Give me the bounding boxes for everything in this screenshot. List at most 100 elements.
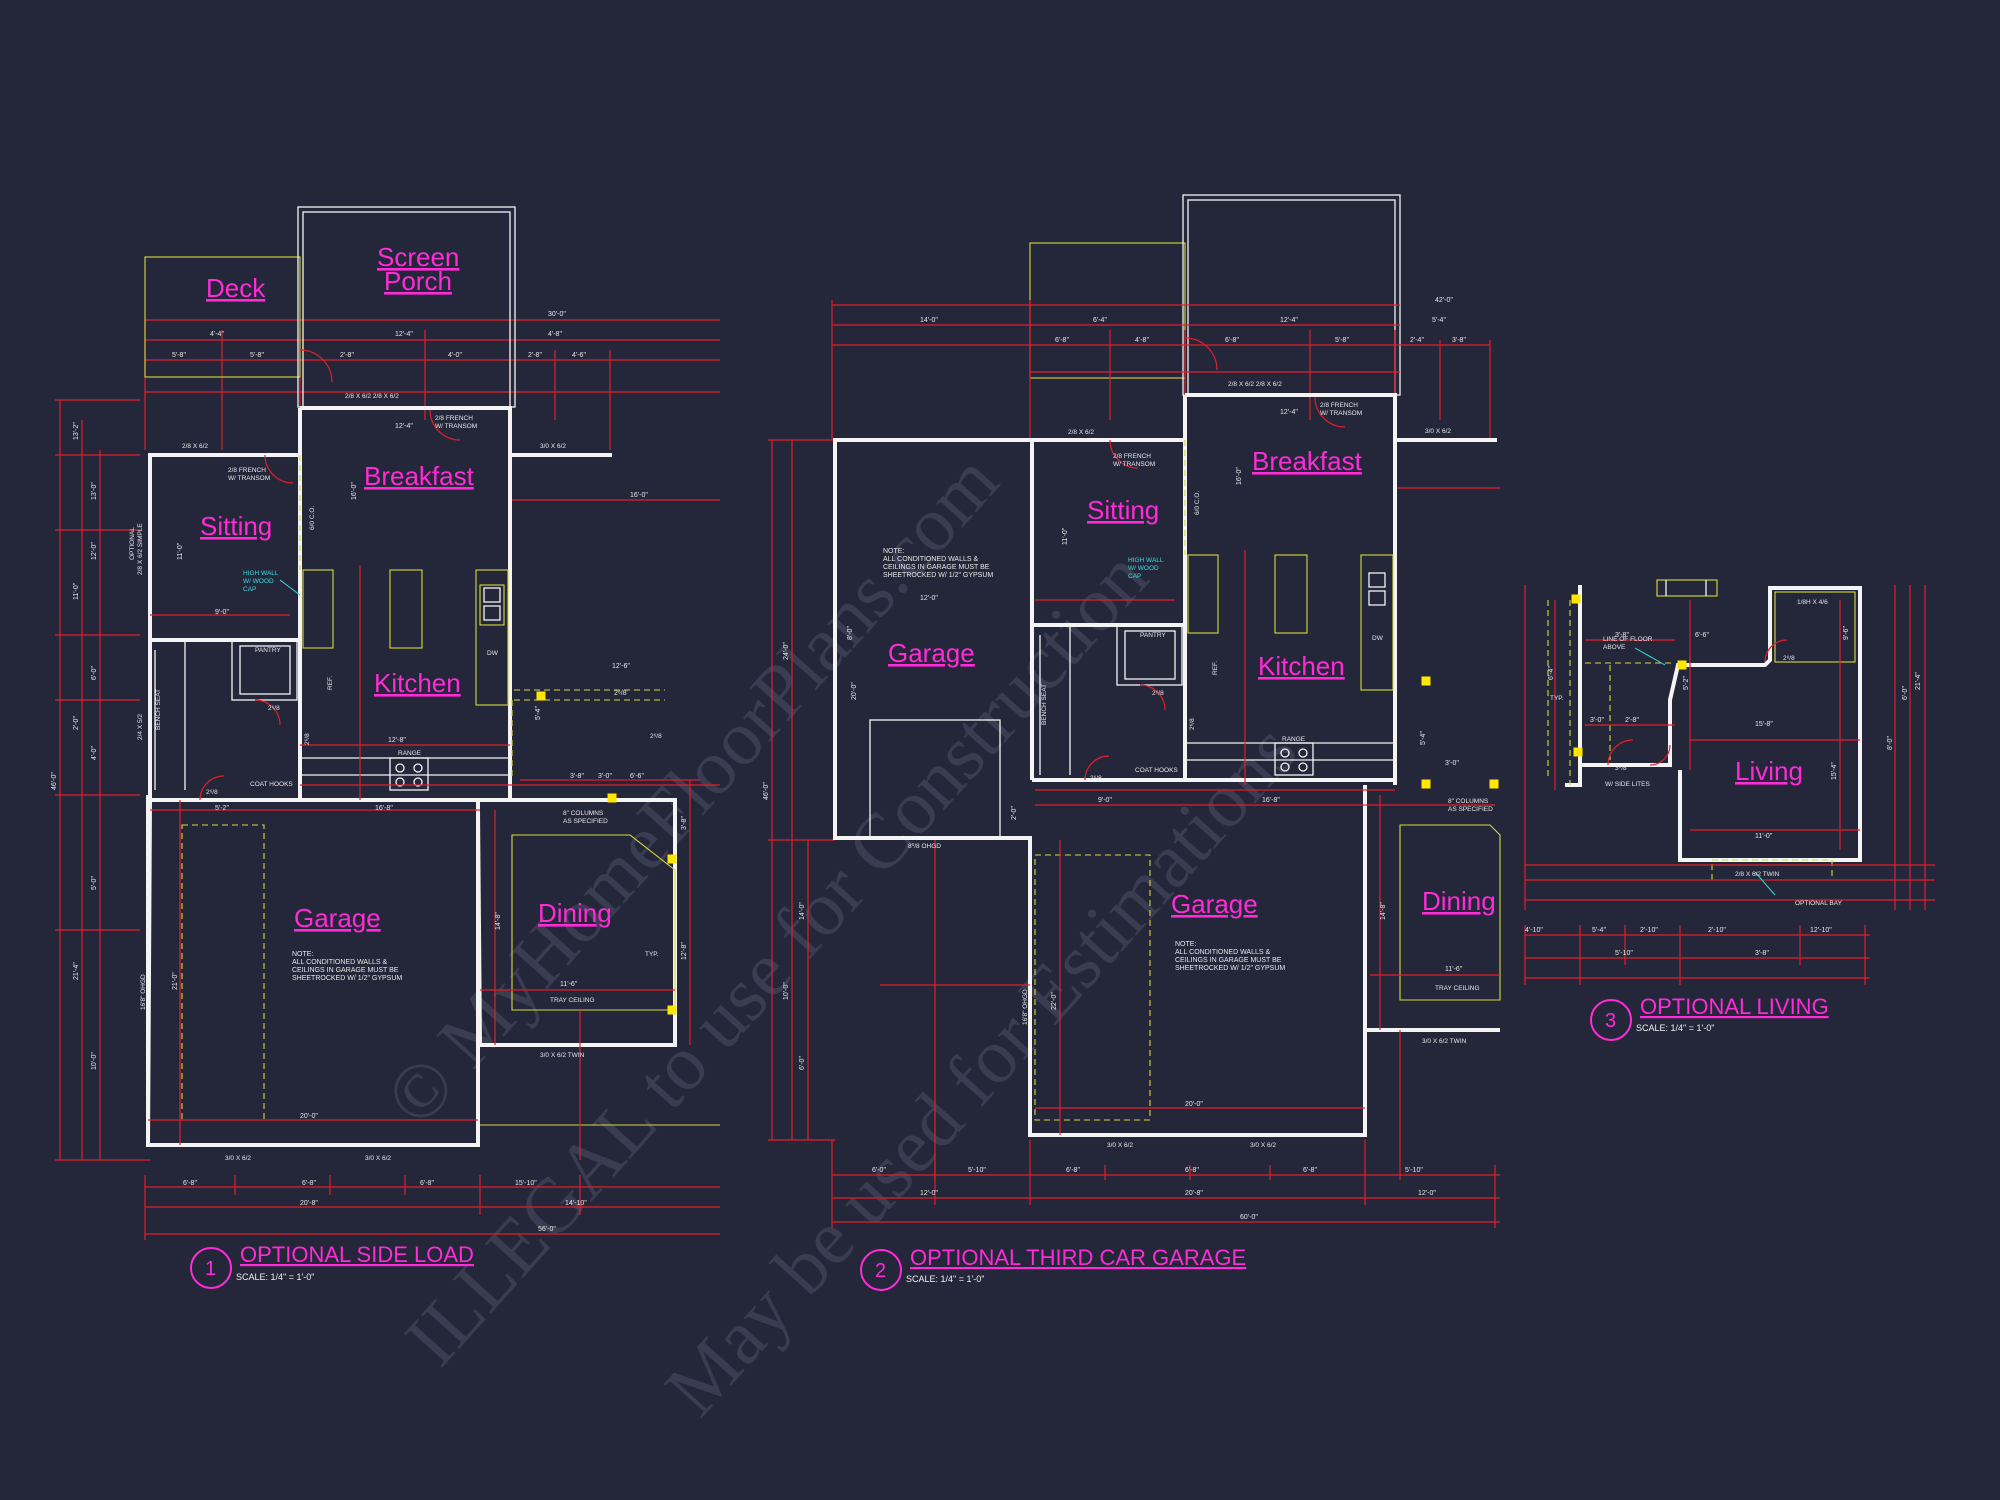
p2-label-door-top: 2/8 X 6/2 2/8 X 6/2 [1228,381,1282,388]
dim-top-total: 30'-0" [548,311,566,318]
dim-ext-1: 2⁶/8 [614,690,627,697]
p3-dim-9: 21'-4" [1915,672,1922,690]
dim-kitchen-height: 16'-0" [351,482,358,500]
room-label-screen-porch-2: Porch [384,266,452,296]
label-door-right: 3/0 X 6/2 [540,443,566,450]
dim-mud-width: 5'-2" [215,805,229,812]
plan3-column-3 [1573,747,1583,757]
dim-left-3: 21'-4" [73,962,80,980]
label-cased-opening: 6/0 C.O. [309,506,316,530]
label-french-1: 2/8 FRENCH [435,415,473,422]
p2-dim-garage-side-height: 20'-0" [851,682,858,700]
dim-top-3: 4'-8" [548,331,562,338]
p3-label-top-window: 1/8H X 4/6 [1797,599,1828,606]
plan2-interior [869,440,1501,1180]
label-french-2: 2/8 FRENCH [228,467,266,474]
dim-dining-height: 14'-8" [495,912,502,930]
p3-label-floor-above-2: ABOVE [1603,644,1626,651]
label-door-26c: 2⁶/8 [304,733,311,745]
label-half-wall-2: W/ WOOD [243,578,274,585]
p3-dim-10: 6'-4" [1548,666,1555,680]
p2-note-line-3: CEILINGS IN GARAGE MUST BE [1175,957,1282,964]
p2-note-side-1: NOTE: [883,548,904,555]
dim-bottom-2: 6'-8" [302,1180,316,1187]
plan1-door-arc-3 [264,454,294,484]
dim-top-2: 4'-4" [210,331,224,338]
dim-left-9: 5'-0" [91,876,98,890]
dim-right-6: 12'-8" [681,942,688,960]
p2-dim-top-5: 6'-8" [1055,337,1069,344]
p2-room-label-garage: Garage [1171,889,1258,919]
label-columns-2: AS SPECIFIED [563,818,608,825]
dim-garage-width: 20'-0" [300,1113,318,1120]
p2-dim-garage-width: 20'-0" [1185,1101,1203,1108]
label-door-26b: 2⁶/8 [268,705,280,712]
dim-right-3: 6'-6" [630,773,644,780]
p2-dim-kitchen-height: 16'-0" [1236,467,1243,485]
p2-label-pantry: PANTRY [1140,632,1166,639]
dim-left-5: 13'-0" [91,482,98,500]
plan1-scale: SCALE: 1/4" = 1'-0" [236,1272,314,1282]
plan1-title-bubble [190,1247,232,1289]
label-door-left: 2/8 X 6/2 [182,443,208,450]
plan2-column-1 [1421,676,1431,686]
room-label-deck: Deck [206,273,266,303]
plan1-door-arc-4 [254,699,281,726]
dim-left-4: 2'-0" [73,716,80,730]
p2-dim-top-6: 4'-8" [1135,337,1149,344]
label-optional: OPTIONAL [129,527,136,560]
dim-left-2: 11'-0" [73,582,80,600]
p2-label-french-1: 2/8 FRENCH [1320,402,1358,409]
p3-dim-4: 2'-10" [1708,927,1726,934]
p2-note-side-2: ALL CONDITIONED WALLS & [883,556,979,563]
p2-dim-left-1: 24'-0" [783,642,790,660]
plan1-column-2 [607,793,617,803]
plan2-title: OPTIONAL THIRD CAR GARAGE [910,1245,1246,1270]
room-label-kitchen: Kitchen [374,668,461,698]
p2-room-label-kitchen: Kitchen [1258,651,1345,681]
plan2-number: 2 [875,1260,886,1282]
p3-label-typ: TYP. [1550,695,1564,702]
p3-dim-3: 2'-10" [1640,927,1658,934]
p2-label-columns-1: 8" COLUMNS [1448,798,1489,805]
dim-right-5: 3'-8" [681,816,688,830]
dim-left-6: 12'-0" [91,542,98,560]
p2-label-coat-hooks: COAT HOOKS [1135,767,1178,774]
dim-top-9: 4'-6" [572,352,586,359]
p2-label-columns-2: AS SPECIFIED [1448,806,1493,813]
plan3-title: OPTIONAL LIVING [1640,994,1829,1019]
p2-dim-top-4: 5'-4" [1432,317,1446,324]
p2-label-bench-seat: BENCH SEAT [1041,684,1048,725]
plan-optional-side-load: 30'-0" 12'-4" 4'-4" 4'-8" 5'-8" 5'-8" 2'… [51,206,720,1289]
dim-kitchen-width-2: 16'-8" [375,805,393,812]
p2-dim-right-1: 5'-4" [1420,731,1427,745]
p3-dim-living-width: 15'-8" [1755,721,1773,728]
note-line-2: ALL CONDITIONED WALLS & [292,959,388,966]
dim-bottom-4: 15'-10" [515,1180,537,1187]
plan2-door-arc-2 [1314,396,1346,428]
plan2-door-arc-1 [1184,337,1218,371]
room-label-dining: Dining [538,898,612,928]
plan2-bottom-dimensions: 6'-0" 5'-10" 6'-8" 6'-8" 6'-8" 5'-10" 12… [831,1140,1500,1228]
p2-label-range: RANGE [1282,736,1306,743]
label-twin-window: 3/0 X 6/2 TWIN [540,1052,585,1059]
plan2-door-arc-5 [1084,755,1110,781]
plan3-number: 3 [1605,1010,1616,1032]
p2-dim-left-3: 14'-0" [799,902,806,920]
p3-dim-16: 8'-0" [1887,736,1894,750]
dim-bottom-5: 20'-8" [300,1200,318,1207]
plan2-title-block: 2 OPTIONAL THIRD CAR GARAGE SCALE: 1/4" … [860,1245,1246,1291]
label-ref: REF. [327,676,334,690]
dim-top-5: 5'-8" [250,352,264,359]
p2-dim-left-4: 6'-0" [799,1056,806,1070]
dim-left-1: 13'-2" [73,422,80,440]
p2-label-door-26c: 2⁶/8 [1189,718,1196,730]
room-label-sitting: Sitting [200,511,272,541]
label-bench-door: 2/4 X 5/2 [137,714,144,740]
label-door-top: 2/8 X 6/2 2/8 X 6/2 [345,393,399,400]
plan1-column-1 [536,691,546,701]
plan3-walls [1565,585,1862,862]
dim-dining-width: 11'-6" [560,981,578,988]
plan3-scale: SCALE: 1/4" = 1'-0" [1636,1023,1714,1033]
p2-label-dw: DW [1372,635,1384,642]
